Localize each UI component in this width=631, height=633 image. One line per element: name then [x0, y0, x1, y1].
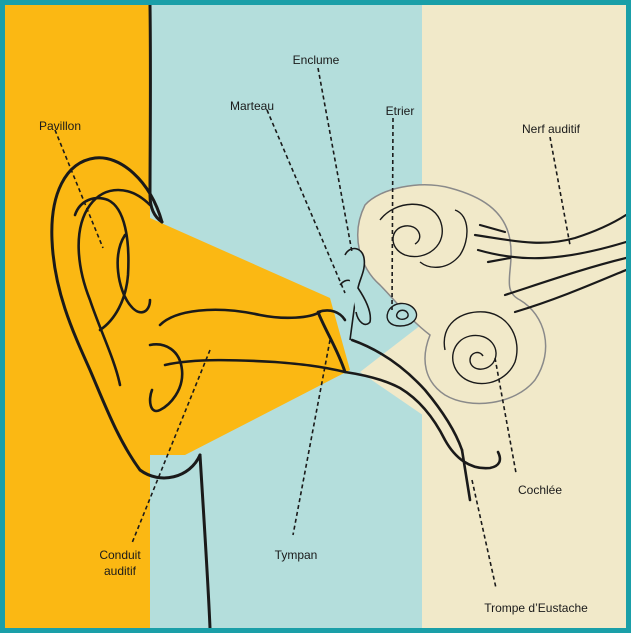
- label-etrier: Etrier: [386, 104, 415, 118]
- label-pavillon: Pavillon: [39, 119, 81, 133]
- stapes: [387, 303, 416, 326]
- outer-ear-zone: [5, 5, 150, 628]
- label-conduit-line2: auditif: [104, 564, 136, 578]
- ear-anatomy-diagram: Pavillon Enclume Marteau Etrier Nerf aud…: [5, 5, 626, 628]
- label-enclume: Enclume: [293, 53, 340, 67]
- label-nerf-auditif: Nerf auditif: [522, 122, 580, 136]
- label-trompe-eustache: Trompe d’Eustache: [484, 601, 588, 615]
- label-cochlee: Cochlée: [518, 483, 562, 497]
- label-marteau: Marteau: [230, 99, 274, 113]
- ear-illustration: [5, 5, 626, 628]
- label-conduit-line1: Conduit: [99, 548, 140, 562]
- label-tympan: Tympan: [275, 548, 318, 562]
